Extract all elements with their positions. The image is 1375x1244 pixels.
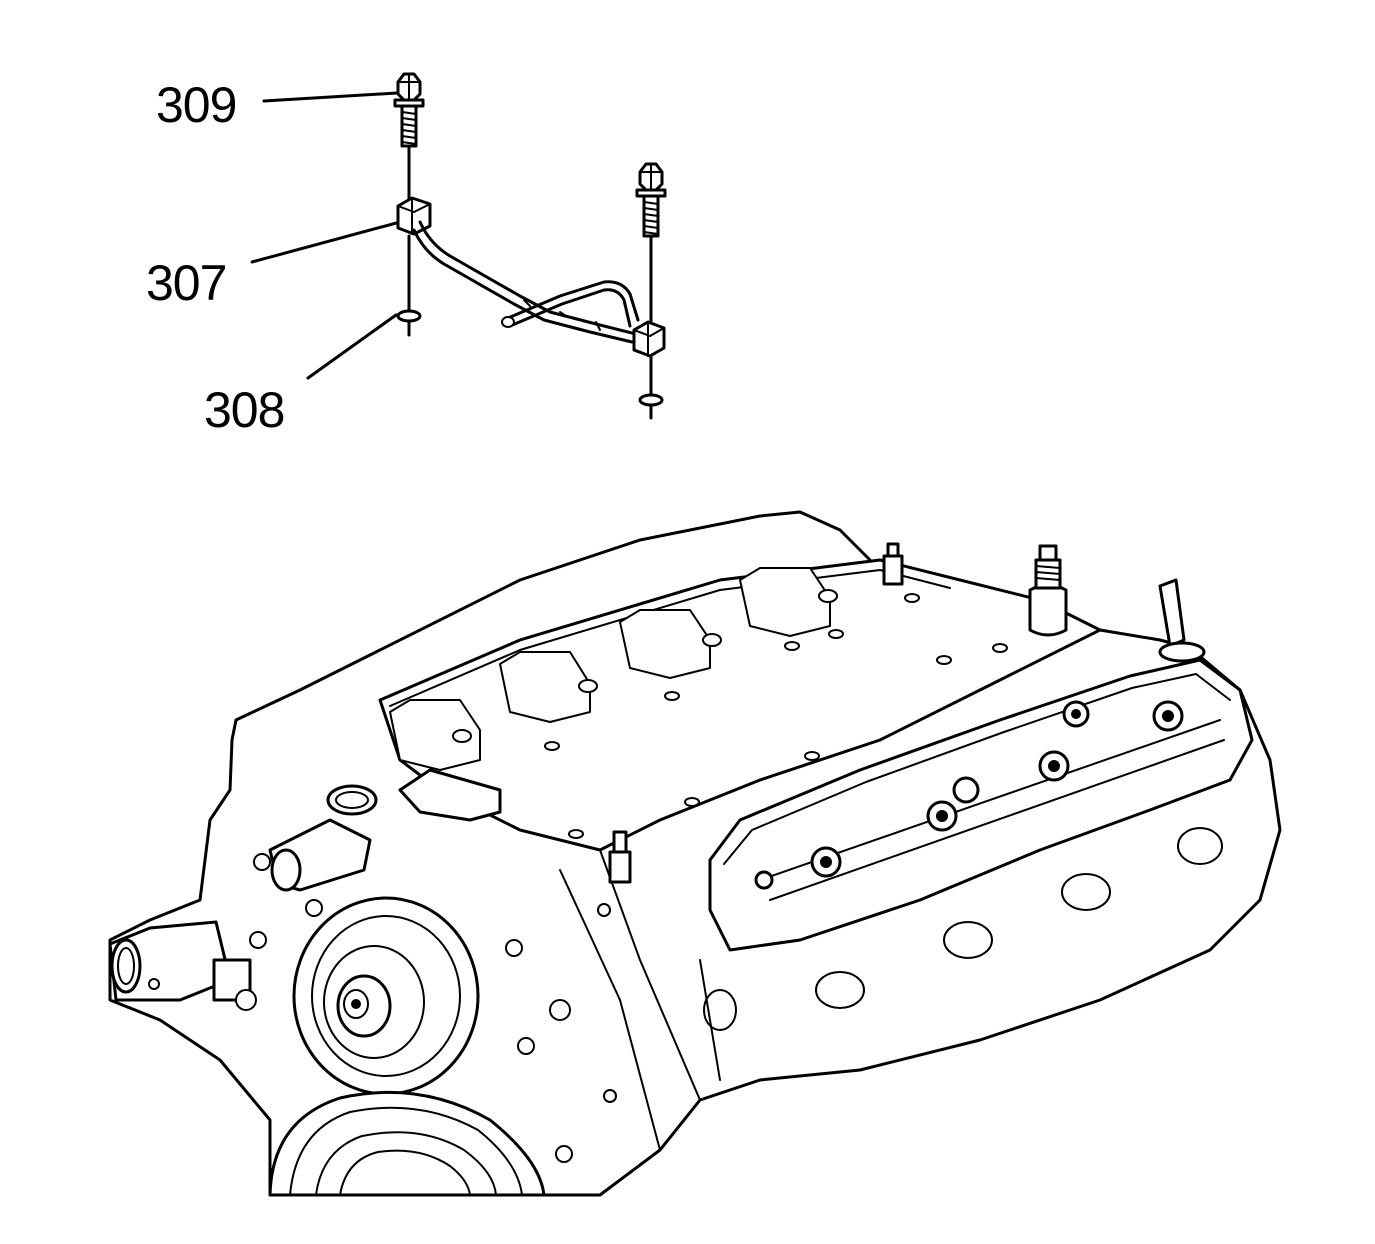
valve-cover bbox=[708, 658, 1254, 952]
valley-bracket bbox=[398, 768, 632, 884]
right-bolt-assembly bbox=[632, 162, 667, 420]
small-fitting bbox=[882, 542, 904, 586]
callout-307: 307 bbox=[146, 255, 227, 311]
dipstick-tube bbox=[1158, 578, 1206, 663]
intake-ports bbox=[389, 567, 838, 771]
upper-water-outlet bbox=[268, 784, 378, 892]
oil-pressure-sensor bbox=[1028, 544, 1068, 637]
left-bolt-assembly bbox=[393, 72, 432, 337]
crank-balancer bbox=[268, 1090, 546, 1197]
engine-assembly bbox=[108, 510, 1282, 1197]
block-bolts bbox=[235, 853, 617, 1163]
leader-309 bbox=[262, 91, 399, 103]
leader-308 bbox=[306, 313, 398, 380]
plate-bolt-holes bbox=[544, 593, 1008, 839]
callout-308: 308 bbox=[204, 382, 285, 438]
leader-307 bbox=[250, 220, 402, 264]
water-outlet bbox=[108, 920, 252, 1002]
exhaust-ports bbox=[703, 827, 1223, 1031]
valve-cover-bolts bbox=[754, 700, 1184, 890]
water-pump-pulley bbox=[292, 896, 480, 1096]
harness-bracket bbox=[412, 220, 640, 344]
callout-309: 309 bbox=[156, 77, 237, 133]
leader-lines bbox=[250, 91, 402, 380]
